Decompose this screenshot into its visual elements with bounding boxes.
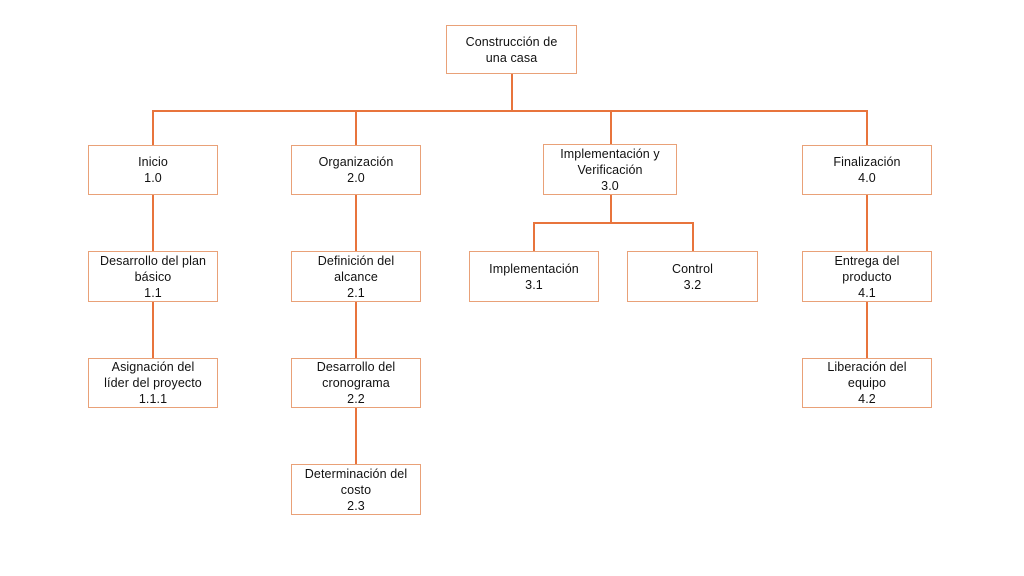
node-title: Entrega del producto: [834, 253, 900, 284]
connector-level3-bus: [533, 222, 693, 224]
connector-drop-finalizacion: [866, 110, 868, 145]
connector-22-to-23: [355, 408, 357, 464]
node-code: 2.3: [347, 498, 365, 513]
node-code: 4.1: [858, 285, 876, 300]
node-title: Implementación y Verificación: [560, 146, 660, 177]
node-title: Desarrollo del plan básico: [99, 253, 207, 284]
node-code: 2.0: [347, 171, 365, 185]
node-title: Asignación del líder del proyecto: [104, 360, 202, 390]
node-control-3-2[interactable]: Control 3.2: [627, 251, 758, 302]
node-title: Organización: [318, 155, 394, 169]
connector-41-to-42: [866, 302, 868, 358]
node-finalizacion-4-0[interactable]: Finalización 4.0: [802, 145, 932, 195]
node-code: 4.2: [858, 392, 876, 406]
connector-level1-bus: [152, 110, 867, 112]
connector-30-stem: [610, 195, 612, 223]
node-title: Finalización: [833, 155, 901, 169]
node-implementacion-3-1[interactable]: Implementación 3.1: [469, 251, 599, 302]
node-entrega-del-producto-4-1[interactable]: Entrega del producto 4.1: [802, 251, 932, 302]
node-desarrollo-del-cronograma-2-2[interactable]: Desarrollo del cronograma 2.2: [291, 358, 421, 408]
node-liberacion-del-equipo-4-2[interactable]: Liberación del equipo 4.2: [802, 358, 932, 408]
connector-drop-control: [692, 222, 694, 251]
node-title: Definición del alcance: [317, 253, 395, 284]
node-code: 1.1.1: [138, 392, 168, 406]
node-implementacion-y-verificacion-3-0[interactable]: Implementación y Verificación 3.0: [543, 144, 677, 195]
node-root-construccion-de-una-casa[interactable]: Construcción de una casa: [446, 25, 577, 74]
node-title: Liberación del equipo: [827, 360, 907, 390]
connector-drop-organizacion: [355, 110, 357, 145]
connector-11-to-111: [152, 302, 154, 358]
node-title: Desarrollo del cronograma: [316, 360, 396, 390]
node-code: 2.2: [347, 392, 365, 406]
connector-21-to-22: [355, 302, 357, 358]
node-code: 3.1: [525, 277, 543, 292]
connector-drop-inicio: [152, 110, 154, 145]
node-code: 1.1: [144, 285, 162, 300]
node-title: Construcción de una casa: [465, 34, 558, 65]
node-title: Implementación: [489, 261, 579, 276]
connector-10-to-11: [152, 195, 154, 251]
connector-drop-implementacion: [533, 222, 535, 251]
node-title: Determinación del costo: [304, 466, 408, 497]
node-desarrollo-del-plan-basico-1-1[interactable]: Desarrollo del plan básico 1.1: [88, 251, 218, 302]
node-determinacion-del-costo-2-3[interactable]: Determinación del costo 2.3: [291, 464, 421, 515]
node-code: 4.0: [858, 171, 876, 185]
node-organizacion-2-0[interactable]: Organización 2.0: [291, 145, 421, 195]
connector-root-stem: [511, 74, 513, 111]
connector-40-to-41: [866, 195, 868, 251]
node-code: 3.2: [683, 277, 702, 292]
node-definicion-del-alcance-2-1[interactable]: Definición del alcance 2.1: [291, 251, 421, 302]
node-code: 3.0: [601, 178, 619, 193]
node-code: 2.1: [347, 285, 365, 300]
connector-drop-implementacion-verificacion: [610, 110, 612, 144]
connector-20-to-21: [355, 195, 357, 251]
node-title: Inicio: [138, 155, 168, 169]
node-title: Control: [672, 261, 713, 276]
node-code: 1.0: [144, 171, 162, 185]
node-inicio-1-0[interactable]: Inicio 1.0: [88, 145, 218, 195]
node-asignacion-del-lider-del-proyecto-1-1-1[interactable]: Asignación del líder del proyecto 1.1.1: [88, 358, 218, 408]
